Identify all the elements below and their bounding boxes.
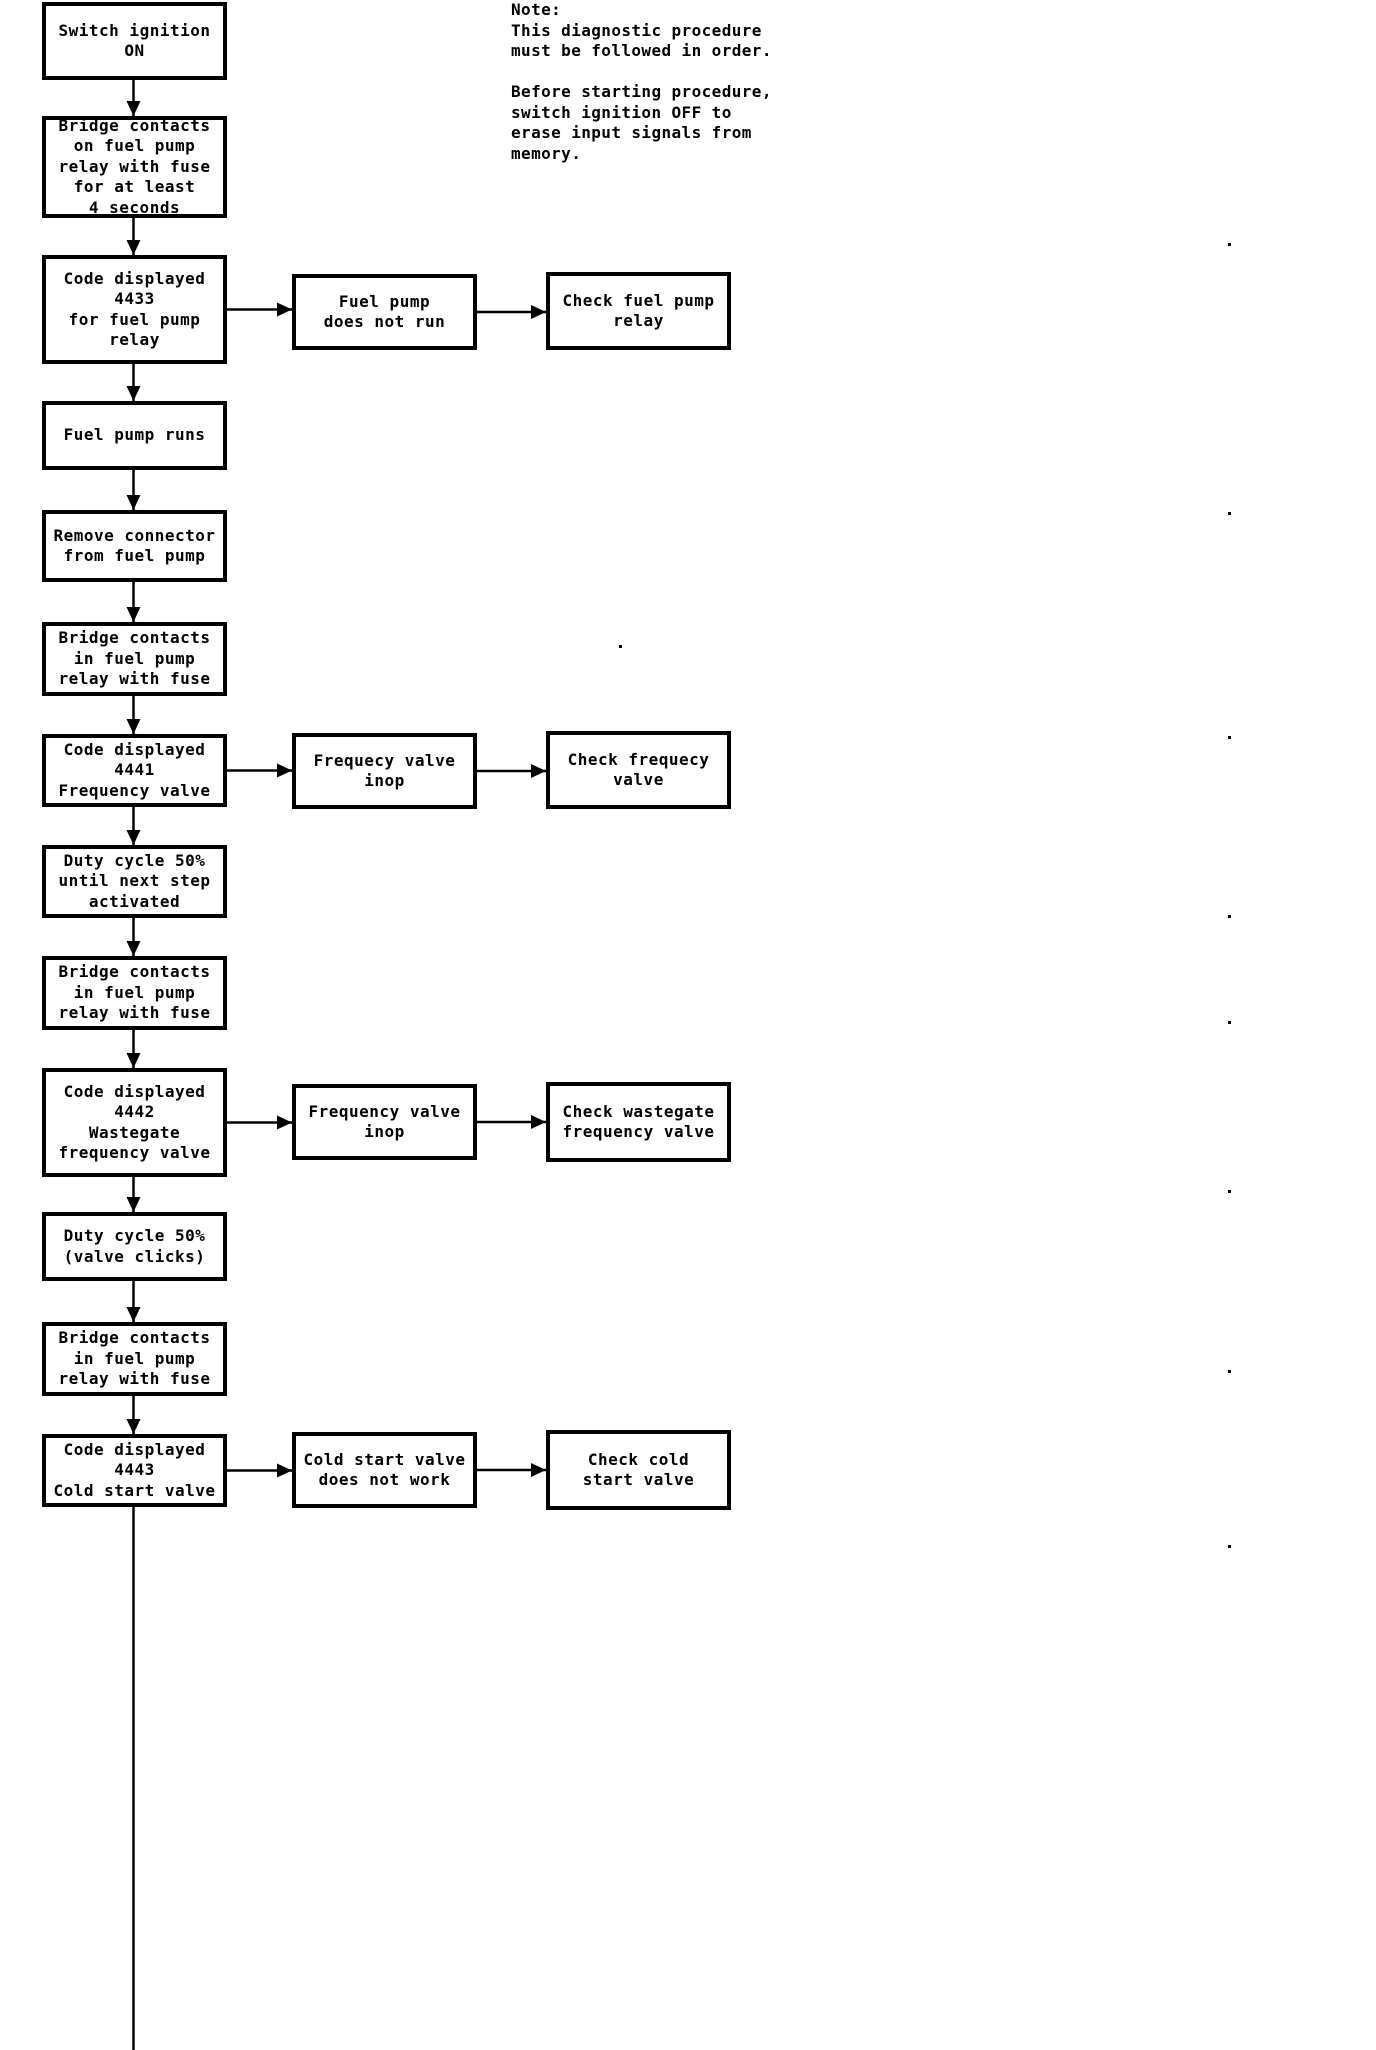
step-bridge-contacts-3: Bridge contacts in fuel pump relay with … — [42, 956, 227, 1030]
scan-speck — [1228, 1021, 1231, 1024]
arrow-b4-to-b5-head — [531, 305, 546, 319]
arrow-b19-to-b20-head — [277, 1463, 292, 1478]
step-duty-cycle-50-valve-clicks: Duty cycle 50% (valve clicks) — [42, 1212, 227, 1281]
step-remove-connector: Remove connector from fuel pump — [42, 510, 227, 582]
branch-frequecy-valve-inop: Frequecy valve inop — [292, 733, 477, 809]
step-code-4441-frequency-valve: Code displayed 4441 Frequency valve — [42, 734, 227, 807]
step-bridge-contacts-4-seconds: Bridge contacts on fuel pump relay with … — [42, 116, 227, 218]
arrow-b13-to-b14-head — [126, 1053, 141, 1068]
action-check-wastegate-valve: Check wastegate frequency valve — [546, 1082, 731, 1162]
branch-frequency-valve-inop: Frequency valve inop — [292, 1084, 477, 1160]
action-check-cold-start-valve: Check cold start valve — [546, 1430, 731, 1510]
arrow-b9-to-b10-head — [277, 763, 292, 778]
arrow-b20-to-b21-head — [531, 1463, 546, 1477]
scan-speck — [619, 645, 622, 648]
arrow-b10-to-b11-head — [531, 764, 546, 778]
scan-speck — [1228, 243, 1231, 246]
scan-speck — [1228, 512, 1231, 515]
arrow-b14-to-b15-head — [277, 1115, 292, 1130]
branch-cold-start-valve-fails: Cold start valve does not work — [292, 1432, 477, 1508]
step-fuel-pump-runs: Fuel pump runs — [42, 401, 227, 470]
step-duty-cycle-50-next-step: Duty cycle 50% until next step activated — [42, 845, 227, 918]
arrow-b14-to-b17-head — [126, 1197, 141, 1212]
branch-fuel-pump-does-not-run: Fuel pump does not run — [292, 274, 477, 350]
arrow-b3-to-b6-head — [126, 386, 141, 401]
arrow-b18-to-b19-head — [126, 1419, 141, 1434]
step-code-4442-wastegate: Code displayed 4442 Wastegate frequency … — [42, 1068, 227, 1177]
action-check-fuel-pump-relay: Check fuel pump relay — [546, 272, 731, 350]
arrow-b17-to-b18-head — [126, 1307, 141, 1322]
step-bridge-contacts-2: Bridge contacts in fuel pump relay with … — [42, 622, 227, 696]
note-block: Note: This diagnostic procedure must be … — [511, 0, 772, 163]
step-code-4443-cold-start: Code displayed 4443 Cold start valve — [42, 1434, 227, 1507]
arrow-b12-to-b13-head — [126, 941, 141, 956]
arrow-b9-to-b12-head — [126, 830, 141, 845]
scan-speck — [1228, 915, 1231, 918]
scan-speck — [1228, 1370, 1231, 1373]
step-switch-ignition-on: Switch ignition ON — [42, 2, 227, 80]
scan-speck — [1228, 1545, 1231, 1548]
arrow-b3-to-b4-head — [277, 302, 292, 317]
arrow-b7-to-b8-head — [126, 607, 141, 622]
arrow-b6-to-b7-head — [126, 495, 141, 510]
arrow-b15-to-b16-head — [531, 1115, 546, 1129]
step-code-4433-fuel-pump-relay: Code displayed 4433 for fuel pump relay — [42, 255, 227, 364]
step-bridge-contacts-4: Bridge contacts in fuel pump relay with … — [42, 1322, 227, 1396]
scan-speck — [1228, 1190, 1231, 1193]
scan-speck — [1228, 736, 1231, 739]
action-check-frequecy-valve: Check frequecy valve — [546, 731, 731, 809]
arrow-b8-to-b9-head — [126, 719, 141, 734]
arrow-b1-to-b2-head — [126, 101, 141, 116]
arrow-b2-to-b3-head — [126, 240, 141, 255]
